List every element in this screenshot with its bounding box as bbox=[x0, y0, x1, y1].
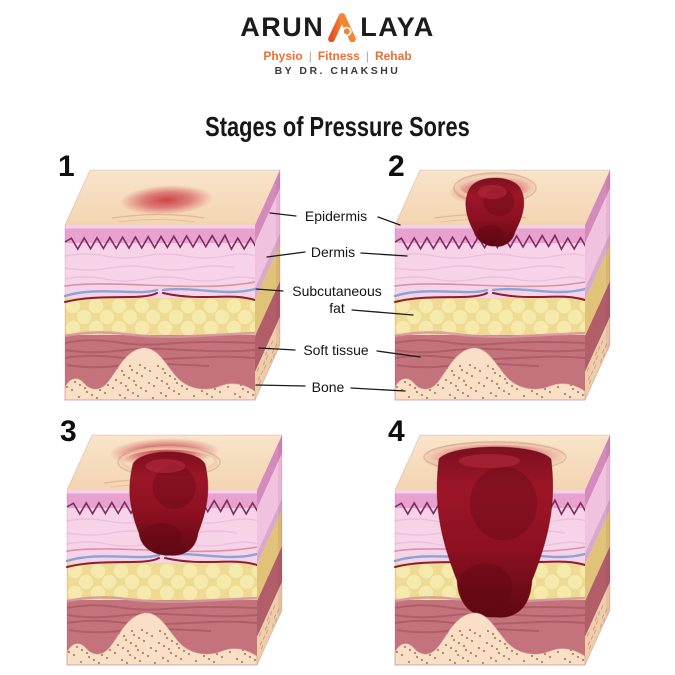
stage-3-block: 3 bbox=[57, 415, 287, 675]
stage-2-block: 2 bbox=[385, 150, 615, 410]
stage-3-illustration bbox=[57, 415, 287, 675]
tagline-separator: | bbox=[365, 49, 369, 63]
label-dermis: Dermis bbox=[310, 244, 356, 260]
label-soft-tissue: Soft tissue bbox=[303, 342, 369, 358]
stage-4-number: 4 bbox=[388, 415, 405, 448]
label-subcutaneous-fat: Subcutaneous fat bbox=[292, 283, 382, 317]
brand-prefix: ARUN bbox=[240, 12, 325, 42]
label-subcutaneous-line2: fat bbox=[329, 300, 345, 316]
stage-4-block: 4 bbox=[385, 415, 615, 675]
arunalaya-a-icon bbox=[325, 12, 359, 48]
stage-1-number: 1 bbox=[58, 150, 75, 183]
stage-3-number: 3 bbox=[60, 415, 77, 448]
logo-tagline: Physio | Fitness | Rehab bbox=[0, 49, 675, 63]
stage-2-number: 2 bbox=[388, 150, 405, 183]
logo-block: ARUN LAYA Physio | Fitness | Rehab BY DR. CH… bbox=[0, 12, 675, 77]
brand-name: ARUN LAYA bbox=[0, 12, 675, 48]
label-epidermis: Epidermis bbox=[304, 208, 368, 224]
tagline-item-fitness: Fitness bbox=[317, 49, 360, 63]
stage-2-illustration bbox=[385, 150, 615, 410]
stage-1-block: 1 bbox=[55, 150, 285, 410]
label-subcutaneous-line1: Subcutaneous bbox=[292, 283, 382, 299]
page-title: Stages of Pressure Sores bbox=[205, 111, 470, 142]
stage-1-illustration bbox=[55, 150, 285, 410]
logo-byline: BY DR. CHAKSHU bbox=[274, 65, 401, 77]
stage-4-illustration bbox=[385, 415, 615, 675]
tagline-item-physio: Physio bbox=[263, 49, 303, 63]
tagline-item-rehab: Rehab bbox=[374, 49, 412, 63]
brand-suffix: LAYA bbox=[360, 12, 435, 42]
tagline-separator: | bbox=[308, 49, 312, 63]
label-bone: Bone bbox=[311, 379, 345, 395]
